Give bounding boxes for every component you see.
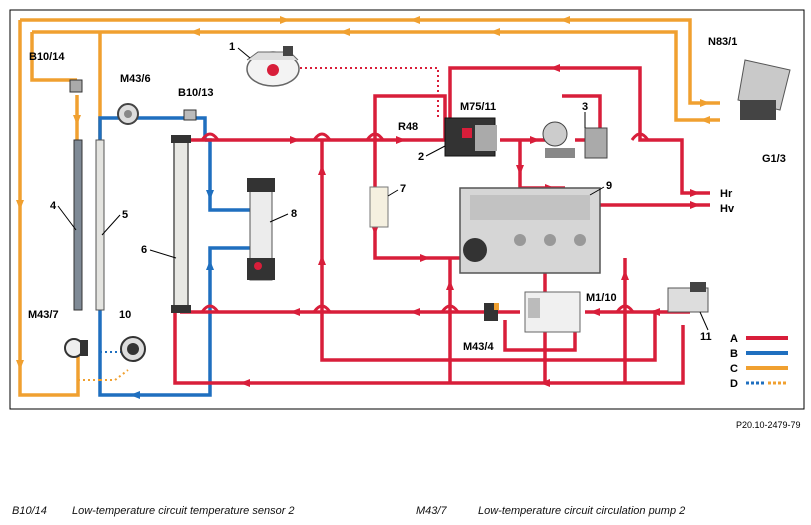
hot-line-loop [373,94,460,260]
hot-line-11-return [173,312,685,385]
label-5: 5 [122,209,128,221]
label-m437: M43/7 [28,309,59,321]
rad-line-bottom [98,246,258,397]
pump-10 [120,336,146,362]
label-b1014: B10/14 [29,51,65,63]
label-m436: M43/6 [120,73,151,85]
label-9: 9 [606,180,612,192]
hot-line-hr [448,66,710,195]
label-4: 4 [50,200,57,212]
charge-air-cooler-8 [247,178,275,281]
label-hv: Hv [720,203,735,215]
thermostat-7 [369,186,389,228]
caption-2-text: Low-temperature circuit circulation pump… [478,505,686,517]
valve-assembly-2 [444,117,497,157]
label-3: 3 [582,101,588,113]
legend-letter-a: A [730,333,738,345]
pump-m436 [117,103,139,125]
label-11: 11 [700,331,712,343]
component-labels: 1 2 3 4 5 6 7 8 9 10 11 B10/14 B10/13 M4… [28,36,786,353]
reference-code: P20.10-2479-79 [736,420,801,430]
label-6: 6 [141,244,147,256]
lt-line-sensor [30,32,77,82]
hot-lines [173,66,710,385]
lt-line-top-inner [32,30,720,122]
pump-m434 [484,303,499,321]
legend-letter-b: B [730,348,738,360]
hose-5 [95,139,105,311]
label-8: 8 [291,208,297,220]
leader-lines [57,47,709,331]
control-unit-n831 [737,59,791,120]
label-m7511: M75/11 [460,101,496,113]
label-m434: M43/4 [463,341,494,353]
label-10: 10 [119,309,131,321]
legend-letter-d: D [730,378,738,390]
component-11 [667,282,709,313]
hot-line-right-return [320,140,690,362]
engine-9 [459,187,601,274]
caption-2-code: M43/7 [416,505,447,517]
label-g13: G1/3 [762,153,786,165]
pump-m437 [64,338,88,358]
label-m110: M1/10 [586,292,617,304]
lt-arrows [16,16,710,370]
temp-sensor-b1014 [69,79,83,93]
label-1: 1 [229,41,235,53]
turbo-3 [542,121,608,159]
label-7: 7 [400,183,406,195]
label-b1013: B10/13 [178,87,213,99]
label-n831: N83/1 [708,36,737,48]
label-2: 2 [418,151,424,163]
hose-4 [73,139,83,311]
legend-letter-c: C [730,363,738,375]
radiator-6 [171,135,191,313]
expansion-tank [246,46,300,87]
m110-unit [524,291,581,333]
hot-line-m434 [503,320,577,352]
sensor-b1013 [183,109,197,121]
caption-1-text: Low-temperature circuit temperature sens… [72,505,295,517]
rad-line-top [98,116,207,140]
label-hr: Hr [720,188,733,200]
label-r48: R48 [398,121,418,133]
caption-1-code: B10/14 [12,505,47,517]
